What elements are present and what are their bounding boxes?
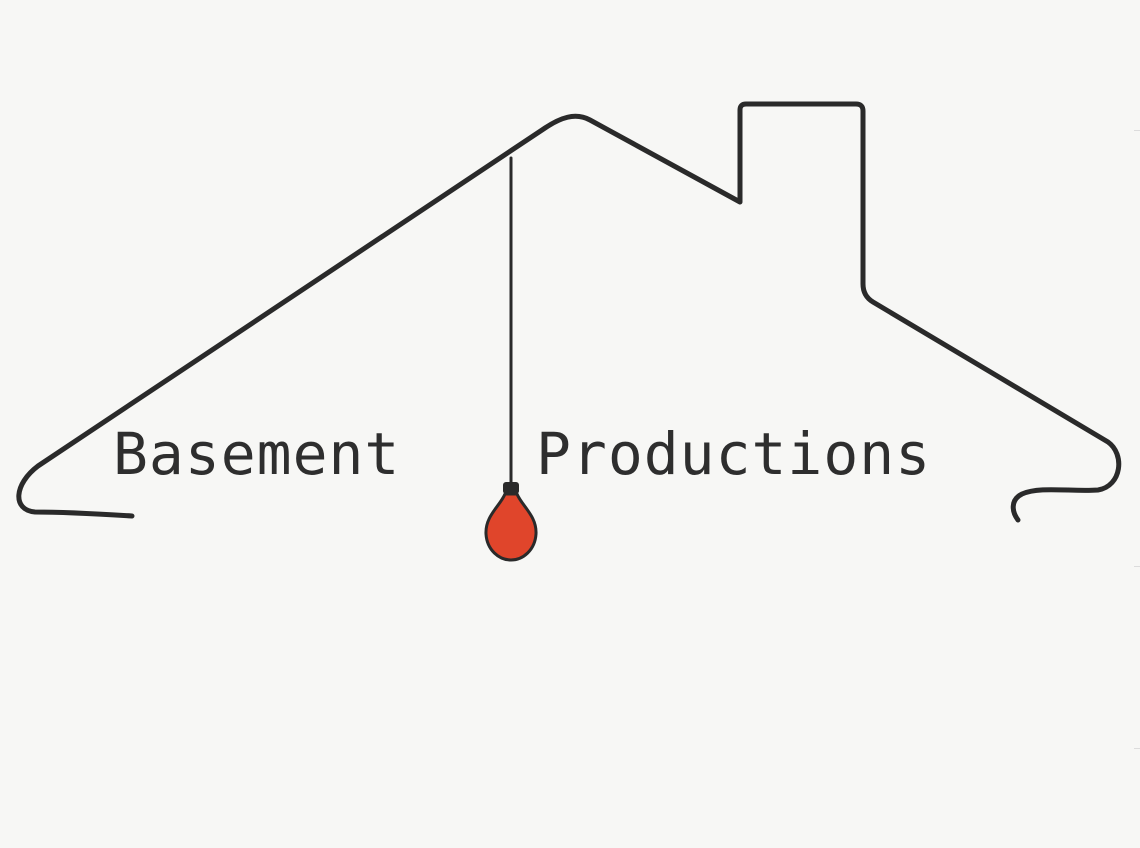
edge-mark bbox=[1134, 566, 1140, 567]
house-outline-icon bbox=[16, 101, 1122, 523]
light-bulb-icon bbox=[484, 482, 538, 562]
logo-word-productions: Productions bbox=[536, 420, 931, 488]
edge-mark bbox=[1134, 748, 1140, 749]
logo-word-basement: Basement bbox=[113, 420, 400, 488]
edge-mark bbox=[1134, 130, 1140, 131]
